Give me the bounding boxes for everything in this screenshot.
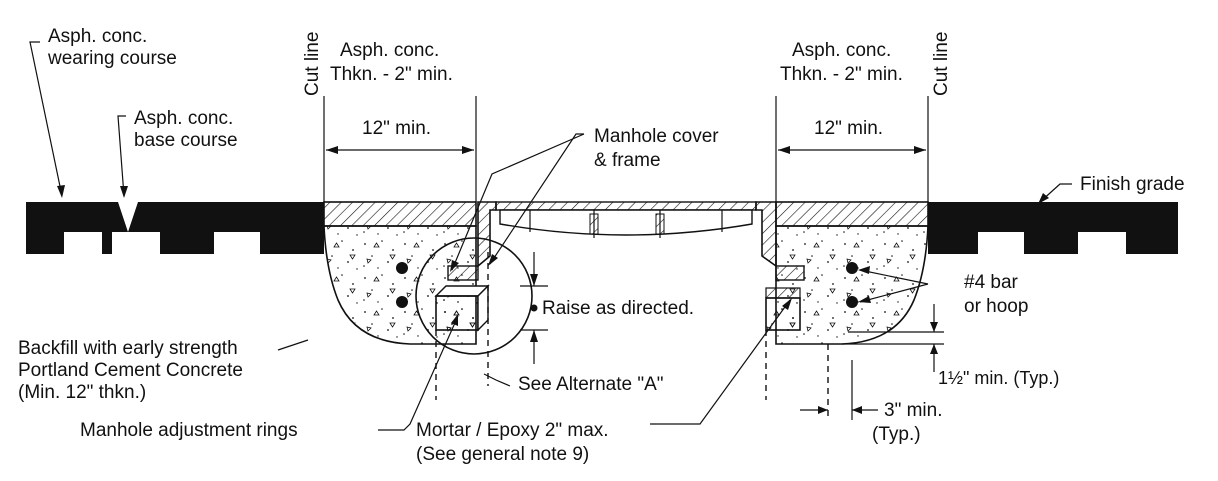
svg-text:Mortar / Epoxy 2" max.: Mortar / Epoxy 2" max. bbox=[416, 420, 609, 441]
svg-text:Asph. conc.: Asph. conc. bbox=[340, 40, 439, 61]
svg-text:& frame: & frame bbox=[594, 150, 661, 171]
rebar-label: #4 bar or hoop bbox=[964, 272, 1028, 317]
svg-text:or hoop: or hoop bbox=[964, 296, 1028, 317]
finish-grade-label: Finish grade bbox=[1080, 174, 1185, 195]
offset-label: 3" min. (Typ.) bbox=[872, 400, 942, 445]
width-right-label: 12" min. bbox=[814, 118, 883, 139]
svg-text:Asph. conc.: Asph. conc. bbox=[792, 40, 891, 61]
left-asphalt-patch bbox=[323, 201, 477, 227]
width-left-label: 12" min. bbox=[362, 118, 431, 139]
svg-text:3" min.: 3" min. bbox=[884, 400, 942, 421]
leader-lines bbox=[29, 41, 1072, 431]
manhole-cover-label: Manhole cover & frame bbox=[594, 126, 719, 171]
thickness-left-label: Asph. conc. Thkn. - 2" min. bbox=[330, 40, 453, 85]
adjustment-ring-left bbox=[434, 284, 490, 332]
svg-text:Backfill with early strength: Backfill with early strength bbox=[18, 338, 238, 359]
right-asphalt-patch bbox=[775, 201, 929, 227]
wearing-course-label: Asph. conc. wearing course bbox=[47, 26, 177, 69]
svg-text:Portland Cement Concrete: Portland Cement Concrete bbox=[18, 360, 243, 381]
svg-text:Asph. conc.: Asph. conc. bbox=[134, 108, 233, 129]
manhole-cover bbox=[495, 201, 757, 238]
svg-text:(Min. 12" thkn.): (Min. 12" thkn.) bbox=[18, 382, 146, 403]
thickness-right-label: Asph. conc. Thkn. - 2" min. bbox=[780, 40, 903, 85]
svg-text:wearing course: wearing course bbox=[47, 48, 177, 69]
rebar bbox=[396, 262, 858, 308]
adjustment-rings-label: Manhole adjustment rings bbox=[80, 420, 298, 441]
left-pavement bbox=[26, 202, 324, 254]
svg-text:(Typ.): (Typ.) bbox=[872, 424, 921, 445]
svg-text:Thkn. - 2" min.: Thkn. - 2" min. bbox=[780, 64, 903, 85]
svg-text:#4 bar: #4 bar bbox=[964, 272, 1019, 293]
clearance-label: 1½" min. (Typ.) bbox=[938, 368, 1059, 388]
right-pavement bbox=[928, 202, 1178, 254]
svg-text:Thkn. - 2" min.: Thkn. - 2" min. bbox=[330, 64, 453, 85]
dimension-lines bbox=[323, 96, 944, 414]
svg-text:(See general note 9): (See general note 9) bbox=[416, 444, 589, 465]
base-course-label: Asph. conc. base course bbox=[134, 108, 238, 151]
right-concrete-backfill bbox=[775, 225, 929, 345]
svg-text:base course: base course bbox=[134, 130, 238, 151]
detail-circle bbox=[415, 237, 533, 355]
backfill-label: Backfill with early strength Portland Ce… bbox=[18, 338, 243, 403]
raise-label: Raise as directed. bbox=[542, 298, 694, 319]
alternate-label: See Alternate "A" bbox=[518, 374, 664, 395]
cut-line-left-label: Cut line bbox=[302, 32, 323, 96]
mortar-label: Mortar / Epoxy 2" max. (See general note… bbox=[416, 420, 609, 465]
svg-text:Manhole cover: Manhole cover bbox=[594, 126, 719, 147]
svg-text:Asph. conc.: Asph. conc. bbox=[48, 26, 147, 47]
cut-line-right-label: Cut line bbox=[931, 32, 952, 96]
